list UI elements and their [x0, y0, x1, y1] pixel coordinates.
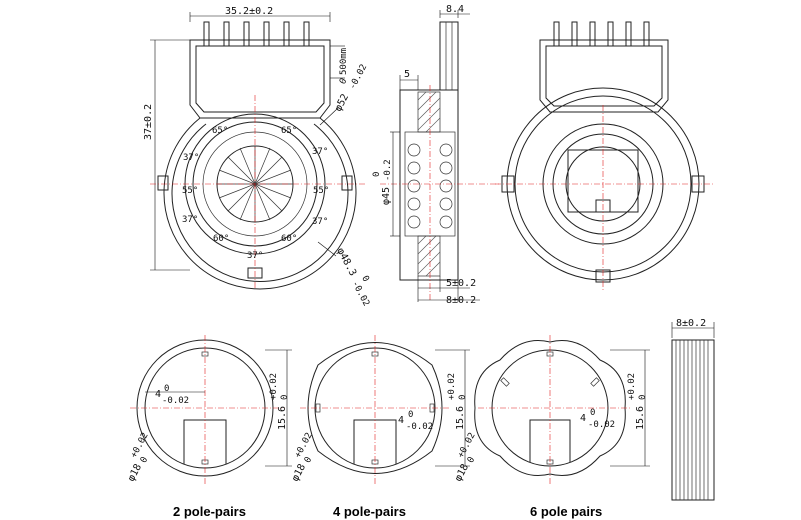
front-width-dim: 35.2±0.2	[225, 6, 273, 17]
magnet-2-pole-pairs	[130, 335, 292, 485]
magnet-6-pole-pairs	[474, 335, 650, 485]
side-bore-tol-upper: 0	[372, 172, 382, 177]
side-view: 8.4 5 φ45 0 -0.2 5±0.2 8±0.2	[372, 4, 500, 306]
inner-dia-label: φ48.3	[334, 246, 358, 278]
dia-tol-lower: 0	[466, 455, 477, 464]
key-width: 4	[155, 389, 161, 400]
dia-tol-upper: +0.02	[129, 431, 151, 460]
side-dim-b: 8±0.2	[446, 295, 476, 306]
magnet-caption: 6 pole pairs	[530, 504, 602, 519]
outer-dia-tol-upper: 0	[338, 77, 349, 86]
height-tol-lower: 0	[280, 395, 290, 400]
key-width: 4	[580, 413, 586, 424]
front-lead-dim: 500mm	[339, 48, 349, 75]
side-dim-a: 5±0.2	[446, 278, 476, 289]
height-tol-upper: +0.02	[447, 373, 457, 400]
magnet-caption: 2 pole-pairs	[173, 504, 246, 519]
height-tol-lower: 0	[638, 395, 648, 400]
dia-dim: φ18	[290, 462, 308, 483]
angle-label: 60°	[281, 234, 297, 244]
magnet-3-labels: 4 0 -0.02 15.6 +0.02 0 φ18 +0.02 0 6 pol…	[453, 373, 648, 519]
magnet-1-labels: 4 0 -0.02 15.6 +0.02 0 φ18 +0.02 0 2 pol…	[126, 373, 290, 519]
dia-dim: φ18	[453, 462, 471, 483]
dia-tol-lower: 0	[303, 455, 314, 464]
dia-dim: φ18	[126, 462, 144, 483]
height-tol-lower: 0	[458, 395, 468, 400]
angle-label: 65°	[281, 126, 297, 136]
angle-label: 60°	[213, 234, 229, 244]
height-tol-upper: +0.02	[269, 373, 279, 400]
side-lead-offset: 5	[404, 69, 410, 80]
height-dim: 15.6	[635, 406, 646, 430]
front-view: 35.2±0.2 37±0.2 500mm	[143, 6, 371, 308]
angle-label: 55°	[182, 186, 198, 196]
side-top-dim: 8.4	[446, 4, 464, 15]
angle-label: 37°	[312, 147, 328, 157]
side-bore-dia: φ45	[381, 187, 392, 205]
dia-tol-upper: +0.02	[456, 431, 478, 460]
inner-dia-tol-lower: -0.02	[349, 279, 371, 308]
height-tol-upper: +0.02	[627, 373, 637, 400]
magnet-side-view: 8±0.2	[671, 318, 715, 501]
key-tol-upper: 0	[590, 408, 595, 418]
angle-label: 37°	[182, 215, 198, 225]
key-width: 4	[398, 415, 404, 426]
height-dim: 15.6	[277, 406, 288, 430]
dia-tol-upper: +0.02	[293, 431, 315, 460]
angle-label: 65°	[212, 126, 228, 136]
key-tol-upper: 0	[164, 384, 169, 394]
back-view	[495, 21, 715, 290]
angle-label: 37°	[183, 153, 199, 163]
magnet-width-dim: 8±0.2	[676, 318, 706, 329]
angle-label: 37°	[312, 217, 328, 227]
magnet-2-labels: 4 0 -0.02 15.6 +0.02 0 φ18 +0.02 0 4 pol…	[290, 373, 468, 519]
angle-label: 37°	[247, 251, 263, 261]
magnet-caption: 4 pole-pairs	[333, 504, 406, 519]
angle-label: 55°	[313, 186, 329, 196]
magnet-4-pole-pairs	[300, 335, 470, 485]
key-tol-upper: 0	[408, 410, 413, 420]
outer-dia-tol-lower: -0.02	[348, 63, 370, 92]
front-height-dim: 37±0.2	[143, 104, 154, 140]
side-bore-tol-lower: -0.2	[383, 159, 393, 181]
inner-dia-tol-upper: 0	[359, 274, 370, 283]
key-tol-lower: -0.02	[588, 420, 615, 430]
key-tol-lower: -0.02	[406, 422, 433, 432]
key-tol-lower: -0.02	[162, 396, 189, 406]
outer-dia-label: φ52	[333, 92, 351, 113]
dia-tol-lower: 0	[139, 455, 150, 464]
height-dim: 15.6	[455, 406, 466, 430]
